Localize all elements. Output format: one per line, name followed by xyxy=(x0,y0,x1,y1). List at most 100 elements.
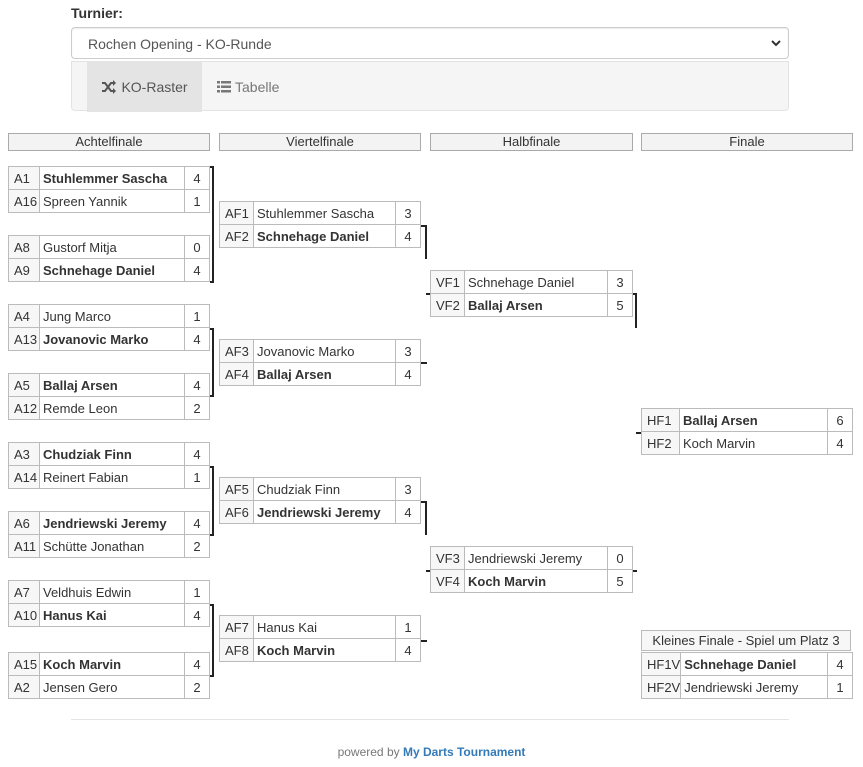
player-code: A9 xyxy=(8,258,40,282)
match-row: HF1V Schnehage Daniel 4 xyxy=(640,652,853,676)
match-q4: AF7 Hanus Kai 1 AF8 Koch Marvin 4 xyxy=(219,615,421,662)
player-name: Ballaj Arsen xyxy=(679,408,828,432)
tournament-label: Turnier: xyxy=(71,5,123,21)
player-code: A13 xyxy=(8,327,40,351)
match-m5: A3 Chudziak Finn 4 A14 Reinert Fabian 1 xyxy=(8,442,210,489)
player-score: 2 xyxy=(184,396,210,420)
player-score: 4 xyxy=(395,500,421,524)
tab-tabelle[interactable]: Tabelle xyxy=(217,62,297,112)
player-name: Remde Leon xyxy=(39,396,185,420)
player-name: Chudziak Finn xyxy=(39,442,185,466)
bracket-line xyxy=(210,675,214,677)
match-row: A6 Jendriewski Jeremy 4 xyxy=(8,511,210,535)
player-code: AF2 xyxy=(219,224,254,248)
match-row: HF1 Ballaj Arsen 6 xyxy=(641,408,853,432)
match-row: A14 Reinert Fabian 1 xyxy=(8,465,210,489)
player-score: 4 xyxy=(184,511,210,535)
match-row: A12 Remde Leon 2 xyxy=(8,396,210,420)
player-score: 1 xyxy=(184,580,210,604)
player-code: A15 xyxy=(8,652,40,676)
player-name: Ballaj Arsen xyxy=(39,373,185,397)
match-row: AF5 Chudziak Finn 3 xyxy=(219,477,421,501)
player-name: Hanus Kai xyxy=(39,603,185,627)
round-header-viertelfinale: Viertelfinale xyxy=(219,133,421,151)
player-code: HF1 xyxy=(641,408,680,432)
player-code: A8 xyxy=(8,235,40,259)
player-score: 3 xyxy=(395,201,421,225)
player-code: A5 xyxy=(8,373,40,397)
match-row: VF4 Koch Marvin 5 xyxy=(430,569,633,593)
player-name: Jendriewski Jeremy xyxy=(464,546,608,570)
footer: powered by My Darts Tournament xyxy=(0,745,863,759)
player-code: A4 xyxy=(8,304,40,328)
bracket-line xyxy=(212,466,214,536)
match-row: A10 Hanus Kai 4 xyxy=(8,603,210,627)
bracket-line xyxy=(426,293,430,295)
player-code: A14 xyxy=(8,465,40,489)
match-third-place: HF1V Schnehage Daniel 4 HF2V Jendriewski… xyxy=(640,652,853,699)
bracket-line xyxy=(633,570,637,572)
player-score: 4 xyxy=(184,166,210,190)
match-m3: A4 Jung Marco 1 A13 Jovanovic Marko 4 xyxy=(8,304,210,351)
player-score: 4 xyxy=(184,258,210,282)
match-final: HF1 Ballaj Arsen 6 HF2 Koch Marvin 4 xyxy=(641,408,853,455)
player-code: AF8 xyxy=(219,638,254,662)
player-code: VF3 xyxy=(430,546,465,570)
player-name: Schnehage Daniel xyxy=(39,258,185,282)
match-row: A5 Ballaj Arsen 4 xyxy=(8,373,210,397)
player-score: 2 xyxy=(184,534,210,558)
bracket-line xyxy=(210,534,214,536)
player-code: A16 xyxy=(8,189,40,213)
player-code: A11 xyxy=(8,534,40,558)
player-score: 4 xyxy=(184,327,210,351)
round-header-halbfinale: Halbfinale xyxy=(430,133,633,151)
footer-text: powered by xyxy=(337,745,403,759)
round-header-finale: Finale xyxy=(641,133,853,151)
player-name: Schnehage Daniel xyxy=(680,652,828,676)
player-score: 4 xyxy=(827,431,853,455)
player-score: 5 xyxy=(607,293,633,317)
kleines-finale-label: Kleines Finale - Spiel um Platz 3 xyxy=(641,630,851,651)
player-code: HF1V xyxy=(640,652,682,676)
player-code: AF5 xyxy=(219,477,254,501)
player-code: A2 xyxy=(8,675,40,699)
match-row: AF1 Stuhlemmer Sascha 3 xyxy=(219,201,421,225)
player-code: AF3 xyxy=(219,339,254,363)
player-score: 4 xyxy=(184,652,210,676)
match-row: AF8 Koch Marvin 4 xyxy=(219,638,421,662)
bracket-line xyxy=(421,640,427,642)
player-code: A6 xyxy=(8,511,40,535)
player-name: Jendriewski Jeremy xyxy=(39,511,185,535)
match-row: A2 Jensen Gero 2 xyxy=(8,675,210,699)
list-icon xyxy=(217,81,231,93)
match-row: HF2V Jendriewski Jeremy 1 xyxy=(640,675,853,699)
bracket-line xyxy=(425,501,427,535)
player-name: Hanus Kai xyxy=(253,615,396,639)
bracket-line xyxy=(212,328,214,397)
tab-ko-raster[interactable]: KO-Raster xyxy=(87,62,202,112)
player-code: AF7 xyxy=(219,615,254,639)
player-name: Jendriewski Jeremy xyxy=(680,675,828,699)
player-name: Spreen Yannik xyxy=(39,189,185,213)
bracket-line xyxy=(425,225,427,259)
player-score: 1 xyxy=(184,465,210,489)
match-q1: AF1 Stuhlemmer Sascha 3 AF2 Schnehage Da… xyxy=(219,201,421,248)
footer-link[interactable]: My Darts Tournament xyxy=(402,745,526,759)
player-name: Schnehage Daniel xyxy=(253,224,396,248)
player-score: 3 xyxy=(395,339,421,363)
player-score: 4 xyxy=(184,373,210,397)
player-score: 1 xyxy=(395,615,421,639)
player-score: 4 xyxy=(395,638,421,662)
player-score: 4 xyxy=(184,442,210,466)
player-score: 1 xyxy=(184,304,210,328)
match-m4: A5 Ballaj Arsen 4 A12 Remde Leon 2 xyxy=(8,373,210,420)
player-code: A3 xyxy=(8,442,40,466)
footer-divider xyxy=(71,719,789,720)
player-code: AF1 xyxy=(219,201,254,225)
match-row: A4 Jung Marco 1 xyxy=(8,304,210,328)
bracket-line xyxy=(212,604,214,677)
bracket-line xyxy=(426,570,430,572)
player-code: A1 xyxy=(8,166,40,190)
tournament-select[interactable]: Rochen Opening - KO-Runde xyxy=(71,27,789,59)
match-row: AF7 Hanus Kai 1 xyxy=(219,615,421,639)
